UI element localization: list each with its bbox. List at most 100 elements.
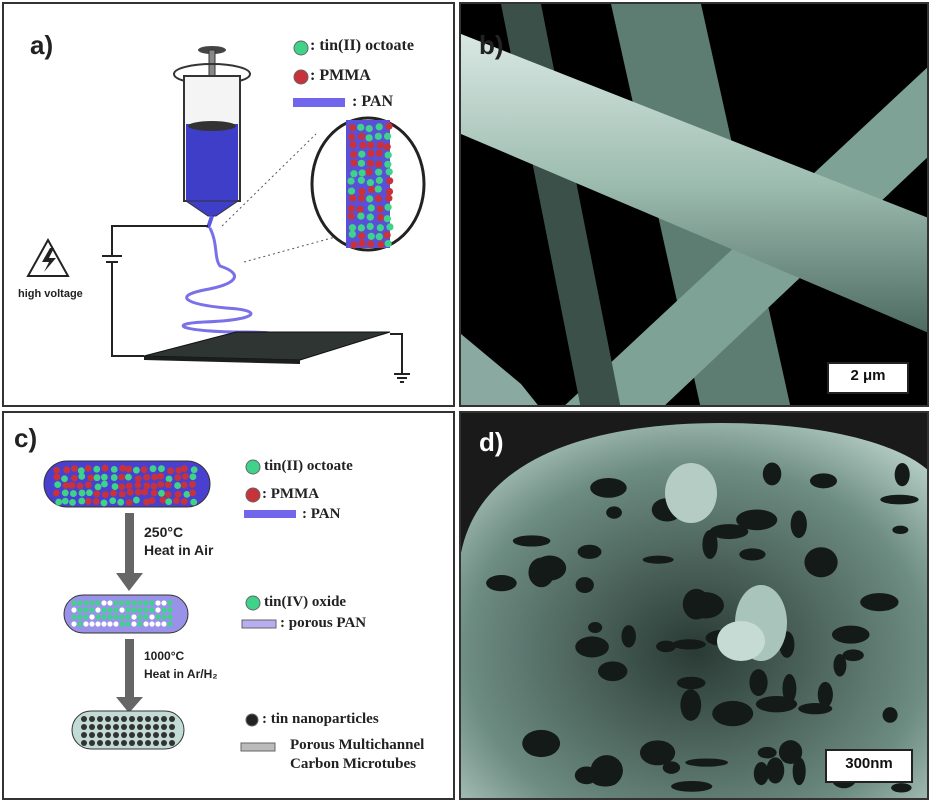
particle: [665, 463, 717, 523]
particle: [164, 490, 172, 498]
pore: [639, 740, 676, 766]
particle: [189, 481, 196, 488]
particle: [145, 740, 151, 746]
particle: [83, 607, 89, 613]
pore: [685, 758, 729, 767]
particle: [125, 621, 131, 627]
tin-octoate-dot-icon: [245, 459, 261, 475]
plunger-head: [188, 121, 236, 131]
ground-wire: [390, 333, 403, 374]
particle: [83, 600, 89, 606]
particle: [84, 465, 92, 472]
particle: [71, 614, 77, 620]
particle: [113, 740, 119, 746]
particle: [356, 205, 364, 213]
process-schematic: [43, 459, 296, 752]
main-fiber: [461, 34, 927, 333]
electrospinning-schematic: [26, 40, 426, 383]
pore: [676, 676, 706, 690]
particle: [81, 716, 87, 722]
particle: [111, 483, 119, 490]
particle: [125, 499, 133, 506]
pore: [892, 525, 909, 535]
particle: [143, 600, 149, 606]
particle: [357, 159, 366, 167]
particle: [385, 194, 393, 202]
particle: [376, 224, 384, 232]
particle: [76, 482, 84, 490]
particle: [375, 160, 383, 168]
legend-porous-multichannel: Porous Multichannel: [290, 737, 425, 753]
particle: [143, 614, 149, 620]
particle: [107, 600, 113, 606]
particle: [125, 482, 133, 490]
particle: [129, 740, 135, 746]
zoom-line: [243, 235, 340, 263]
particle: [110, 465, 118, 473]
particle: [385, 168, 393, 176]
particle: [164, 481, 172, 489]
particle: [161, 740, 167, 746]
particle: [155, 614, 161, 620]
panel-c: c) tin(II) octoate : PMMA : PAN 250°C He…: [2, 411, 455, 800]
particle: [113, 614, 119, 620]
pore: [833, 653, 847, 677]
particle: [359, 141, 367, 149]
particle: [131, 614, 137, 620]
pore: [575, 636, 609, 658]
pmma-dot-icon: [245, 487, 261, 503]
panel-label: a): [30, 30, 54, 60]
particle: [71, 607, 77, 613]
particle: [374, 132, 382, 140]
legend-tin-octoate: : tin(II) octoate: [310, 37, 414, 54]
particle: [105, 740, 111, 746]
particle: [190, 498, 198, 506]
pore: [656, 640, 677, 653]
particle: [348, 124, 357, 132]
lightning-icon: [42, 248, 56, 272]
particle: [358, 132, 366, 141]
pore: [882, 707, 898, 723]
scale-bar-label: 2 μm: [850, 367, 886, 384]
particle: [77, 621, 83, 627]
particle: [180, 465, 188, 473]
particle: [105, 724, 111, 730]
particle: [367, 141, 375, 149]
particle: [374, 185, 382, 193]
particle: [140, 466, 148, 474]
particle: [153, 740, 159, 746]
particle: [358, 188, 366, 196]
fiber: [461, 334, 538, 405]
particle: [384, 160, 392, 168]
pore: [712, 700, 754, 727]
legend-tin-nanoparticles: : tin nanoparticles: [262, 711, 379, 727]
collector-edge: [144, 356, 300, 364]
particle: [119, 607, 125, 613]
pore: [782, 674, 797, 704]
particle: [161, 724, 167, 730]
particle: [89, 621, 95, 627]
particle: [95, 621, 101, 627]
particle: [169, 732, 175, 738]
particle: [101, 621, 107, 627]
particle: [129, 716, 135, 722]
particle: [63, 466, 71, 474]
particle: [367, 232, 375, 240]
particle: [126, 488, 134, 496]
particle: [109, 497, 117, 505]
pore: [739, 548, 766, 561]
particle: [53, 466, 61, 474]
particle: [149, 607, 155, 613]
particle: [87, 474, 95, 482]
particle: [125, 600, 131, 606]
legend-pan: : PAN: [352, 93, 394, 110]
pore: [790, 510, 807, 539]
pore: [749, 669, 768, 697]
particle: [149, 621, 155, 627]
pore: [860, 593, 899, 612]
pore: [512, 535, 551, 547]
particle: [77, 607, 83, 613]
particle: [134, 475, 142, 483]
particle: [68, 482, 76, 489]
particle: [85, 489, 93, 497]
